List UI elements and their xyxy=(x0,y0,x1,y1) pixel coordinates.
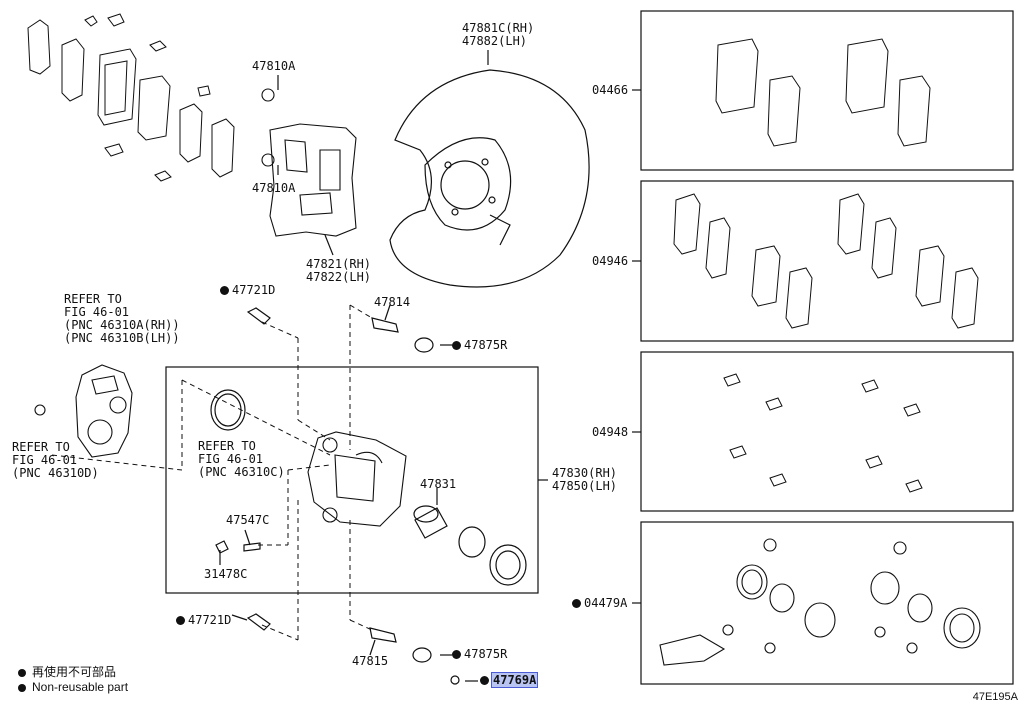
piston-seal xyxy=(458,526,486,558)
highlighted-part-number[interactable]: 47769A xyxy=(490,672,539,688)
caliper-body-left xyxy=(34,364,133,458)
bleeder-cap xyxy=(215,540,229,554)
label-47875r-bottom[interactable]: 47875R xyxy=(452,648,507,661)
label-47875r-top[interactable]: 47875R xyxy=(452,339,507,352)
pin-47815 xyxy=(369,627,397,643)
label-47821[interactable]: 47821(RH) 47822(LH) xyxy=(306,257,372,284)
cap-47769a xyxy=(450,675,460,685)
kit-04466-pads xyxy=(715,38,931,147)
label-47721d-top[interactable]: 47721D xyxy=(220,284,275,297)
seal-ring-mid xyxy=(210,389,246,431)
legend-jp: 再使用不可部品 xyxy=(18,663,116,680)
label-04479a[interactable]: 04479A xyxy=(572,597,627,610)
caliper-bracket xyxy=(261,88,357,237)
label-47881c[interactable]: 47881C(RH) 47882(LH) xyxy=(462,21,535,48)
kit-04948-clips xyxy=(723,373,923,493)
bushing-47875r-top xyxy=(414,337,434,353)
label-04948[interactable]: 04948 xyxy=(592,425,629,439)
refer-fig-46310c: REFER TO FIG 46-01 (PNC 46310C) xyxy=(198,439,285,479)
diagram-code: 47E195A xyxy=(972,691,1018,703)
label-47830[interactable]: 47830(RH) 47850(LH) xyxy=(552,466,618,493)
caliper-body-center xyxy=(307,431,407,527)
kit-box-04946 xyxy=(640,180,1014,342)
label-47814[interactable]: 47814 xyxy=(374,295,411,309)
bolt-47721d-bot xyxy=(246,613,271,631)
kit-box-04466 xyxy=(640,10,1014,171)
legend-dot-icon xyxy=(18,684,26,692)
dust-shield xyxy=(389,69,590,288)
non-reusable-dot xyxy=(176,616,185,625)
piston-47831 xyxy=(413,505,448,539)
non-reusable-dot xyxy=(572,599,581,608)
non-reusable-dot xyxy=(452,341,461,350)
label-47810a-top[interactable]: 47810A xyxy=(252,59,296,73)
label-47831[interactable]: 47831 xyxy=(420,477,457,491)
bolt-47721d-top xyxy=(246,307,271,325)
bushing-47875r-bot xyxy=(412,647,432,663)
kit-box-04479a xyxy=(640,521,1014,685)
legend-en: Non-reusable part xyxy=(18,680,128,694)
label-31478c[interactable]: 31478C xyxy=(204,567,248,581)
piston-boot xyxy=(489,544,527,586)
kit-04479a-seals xyxy=(659,538,981,666)
non-reusable-dot xyxy=(452,650,461,659)
label-04946[interactable]: 04946 xyxy=(592,254,629,268)
label-47721d-bottom[interactable]: 47721D xyxy=(176,614,231,627)
label-47769a[interactable]: 47769A xyxy=(480,672,539,688)
bleeder-plug xyxy=(243,542,261,552)
label-47547c[interactable]: 47547C xyxy=(226,513,270,527)
pad-set-top-left xyxy=(27,13,235,182)
legend-dot-icon xyxy=(18,669,26,677)
kit-box-04948 xyxy=(640,351,1014,512)
refer-fig-46310d: REFER TO FIG 46-01 (PNC 46310D) xyxy=(12,440,99,480)
pin-47814 xyxy=(371,317,399,333)
non-reusable-dot xyxy=(480,676,489,685)
kit-04946-shims xyxy=(673,193,979,329)
label-47810a-bottom[interactable]: 47810A xyxy=(252,181,296,195)
caliper-assembly-box xyxy=(165,366,539,594)
label-47815[interactable]: 47815 xyxy=(352,654,389,668)
non-reusable-dot xyxy=(220,286,229,295)
refer-fig-46310a: REFER TO FIG 46-01 (PNC 46310A(RH)) (PNC… xyxy=(64,292,180,345)
label-04466[interactable]: 04466 xyxy=(592,83,629,97)
